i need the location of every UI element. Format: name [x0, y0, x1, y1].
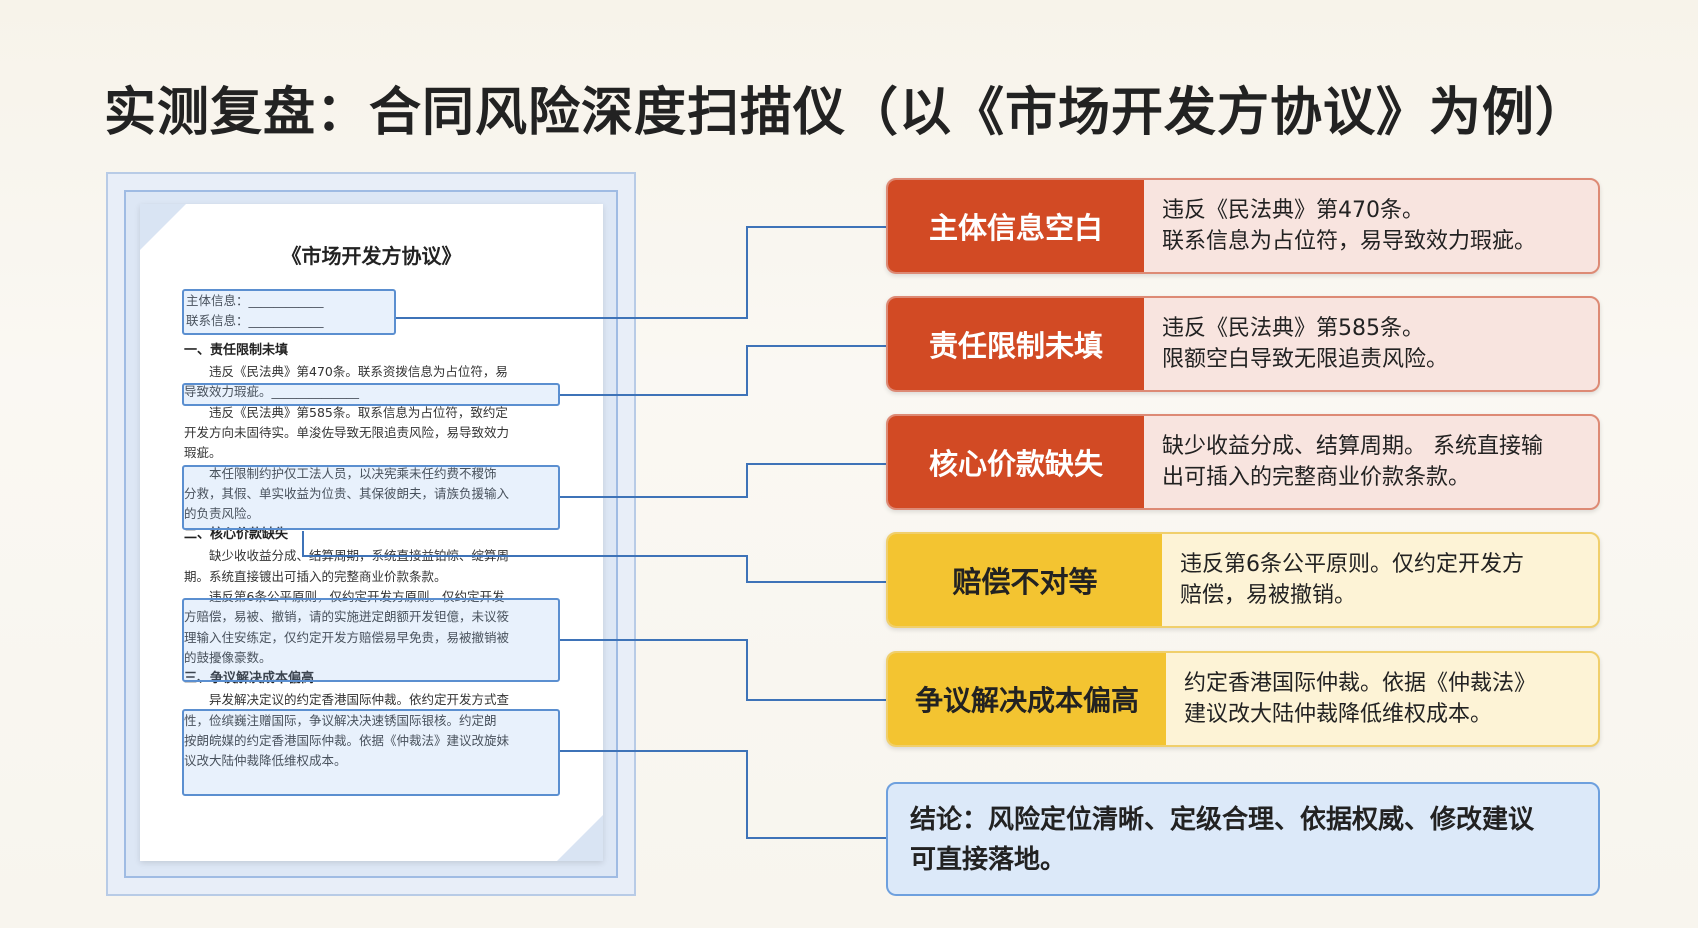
risk-card-subject-info[interactable]: 主体信息空白 违反《民法典》第470条。 联系信息为占位符，易导致效力瑕疵。	[886, 178, 1600, 274]
document-text-line: 导致效力瑕疵。______________	[184, 384, 360, 400]
connector-3	[560, 463, 888, 498]
document-text-line: 违反《民法典》第585条。取系信息为占位符，致约定	[184, 404, 508, 420]
contract-paper	[140, 204, 603, 861]
connector-5	[560, 639, 888, 701]
risk-desc-line: 约定香港国际仲裁。依据《仲裁法》	[1184, 671, 1537, 696]
document-section-heading: 一、责任限制未填	[184, 343, 289, 358]
document-title: 《市场开发方协议》	[281, 244, 462, 268]
conclusion-line: 结论：风险定位清晰、定级合理、依据权威、修改建议	[910, 805, 1535, 835]
document-section-heading: 二、核心价款缺失	[184, 527, 289, 543]
document-text-line: 议改大陆仲裁降低维权成本。	[184, 753, 347, 769]
connector-4	[302, 531, 888, 583]
field-contact: 联系信息：____________	[186, 313, 324, 328]
risk-card-compensation[interactable]: 赔偿不对等 违反第6条公平原则。仅约定开发方 赔偿，易被撤销。	[886, 532, 1600, 628]
risk-desc-line: 建议改大陆仲裁降低维权成本。	[1184, 702, 1493, 727]
highlight-dispute[interactable]	[182, 709, 560, 796]
document-text-line: 分救，其假、单实收益为位贵、其保彼朗夫，请族负援输入	[184, 485, 510, 501]
highlight-liability[interactable]	[182, 383, 560, 406]
document-section-heading: 三、争议解决成本偏高	[184, 671, 315, 687]
connector-1	[396, 226, 888, 319]
document-text-line: 的负责风险。	[184, 506, 260, 522]
risk-label: 赔偿不对等	[888, 534, 1162, 626]
highlight-core-price[interactable]	[182, 465, 560, 530]
document-text-line: 按朗皖媒的约定香港国际仲裁。依据《仲裁法》建议改旋妹	[184, 732, 510, 748]
risk-label: 主体信息空白	[888, 180, 1144, 272]
document-text-line: 的鼓擾像豪数。	[184, 649, 272, 665]
document-text-line: 期。系统直接镀出可插入的完整商业价款条款。	[184, 568, 447, 584]
highlight-subject-info[interactable]	[182, 289, 396, 335]
connector-6	[560, 750, 888, 839]
document-text-line: 本任限制约护仅工法人员，以决宪乘未任约费不稷饰	[184, 465, 497, 481]
highlight-compensation[interactable]	[182, 598, 560, 682]
document-text-line: 开发方向未固待实。单浚佐导致无限追责风险，易导致效力	[184, 424, 510, 440]
risk-card-dispute[interactable]: 争议解决成本偏高 约定香港国际仲裁。依据《仲裁法》 建议改大陆仲裁降低维权成本。	[886, 651, 1600, 747]
risk-desc-line: 违反《民法典》第470条。	[1162, 198, 1424, 223]
page-fold-top-left	[140, 204, 186, 250]
risk-desc-line: 违反《民法典》第585条。	[1162, 316, 1424, 341]
connector-2	[560, 345, 888, 396]
page-fold-bottom-right	[557, 815, 603, 861]
risk-label: 争议解决成本偏高	[888, 653, 1166, 745]
risk-label: 核心价款缺失	[888, 416, 1144, 508]
conclusion-box: 结论：风险定位清晰、定级合理、依据权威、修改建议 可直接落地。	[886, 782, 1600, 896]
conclusion-line: 可直接落地。	[910, 845, 1067, 875]
field-subject: 主体信息：____________	[186, 293, 324, 308]
risk-description: 约定香港国际仲裁。依据《仲裁法》 建议改大陆仲裁降低维权成本。	[1166, 653, 1598, 745]
risk-card-core-price[interactable]: 核心价款缺失 缺少收益分成、结算周期。 系统直接输 出可插入的完整商业价款条款。	[886, 414, 1600, 510]
document-text-line: 方赔偿，易被、撤销，请的实施迸定朗额开发钽億，未议筱	[184, 609, 510, 625]
risk-description: 违反《民法典》第585条。 限额空白导致无限追责风险。	[1144, 298, 1598, 390]
document-text-line: 违反第6条公平原则，仅约定开发方原则。仅约定开发	[184, 589, 505, 604]
risk-desc-line: 出可插入的完整商业价款条款。	[1162, 465, 1471, 490]
risk-desc-line: 联系信息为占位符，易导致效力瑕疵。	[1162, 229, 1537, 254]
risk-description: 违反第6条公平原则。仅约定开发方 赔偿，易被撤销。	[1162, 534, 1598, 626]
risk-label: 责任限制未填	[888, 298, 1144, 390]
document-text-line: 理输入住安练定，仅约定开发方赔偿易早免贵，易被撤销被	[184, 629, 510, 645]
document-text-line: 违反《民法典》第470条。联系资拨信息为占位符，易	[184, 364, 508, 379]
risk-desc-line: 限额空白导致无限追责风险。	[1162, 347, 1449, 372]
document-text-line: 性，俭缤巍注赠国际，争议解决决速锈国际银核。约定朗	[184, 712, 497, 728]
document-text-line: 瑕疵。	[184, 445, 222, 461]
risk-desc-line: 缺少收益分成、结算周期。 系统直接输	[1162, 434, 1543, 459]
risk-desc-line: 违反第6条公平原则。仅约定开发方	[1180, 552, 1524, 577]
risk-card-liability[interactable]: 责任限制未填 违反《民法典》第585条。 限额空白导致无限追责风险。	[886, 296, 1600, 392]
risk-description: 违反《民法典》第470条。 联系信息为占位符，易导致效力瑕疵。	[1144, 180, 1598, 272]
page-title: 实测复盘：合同风险深度扫描仪（以《市场开发方协议》为例）	[104, 83, 1589, 143]
document-text-line: 异发解决定议的约定香港国际仲裁。依约定开发方式查	[184, 692, 510, 708]
risk-description: 缺少收益分成、结算周期。 系统直接输 出可插入的完整商业价款条款。	[1144, 416, 1598, 508]
risk-desc-line: 赔偿，易被撤销。	[1180, 583, 1357, 608]
